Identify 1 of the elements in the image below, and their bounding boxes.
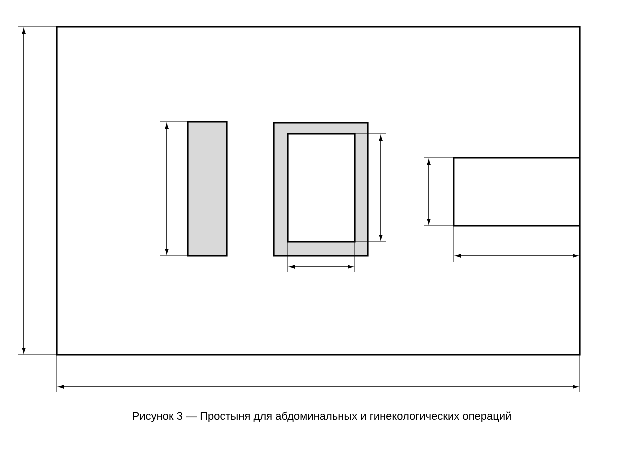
caption: Рисунок 3 — Простыня для абдоминальных и гинекологических операций <box>133 412 511 422</box>
